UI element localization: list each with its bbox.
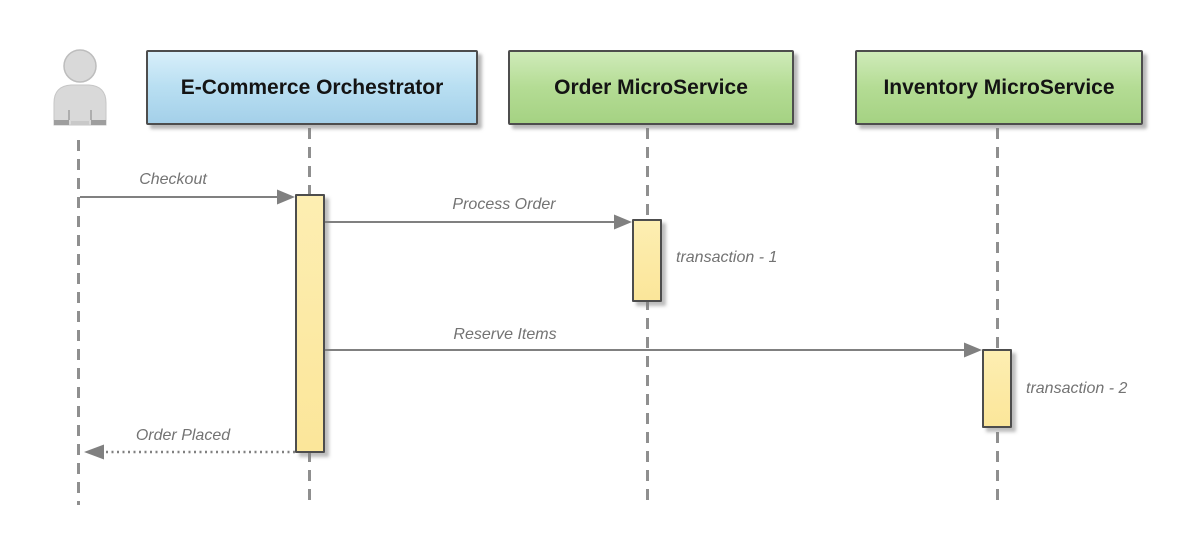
actor-body — [53, 84, 107, 126]
actor-head — [63, 49, 97, 83]
activation-order — [632, 219, 662, 302]
message-label-reserve-items: Reserve Items — [453, 326, 557, 343]
checkout-arrow — [80, 189, 295, 205]
reserve-items-arrow — [325, 342, 982, 358]
participant-label: Order MicroService — [554, 75, 748, 99]
message-label-order-placed: Order Placed — [135, 427, 231, 444]
activation-label-transaction-2: transaction - 2 — [1026, 380, 1128, 397]
actor-cuff — [91, 120, 106, 125]
lifeline-inventory — [996, 128, 999, 505]
participant-order-microservice: Order MicroService — [508, 50, 794, 125]
participant-label: Inventory MicroService — [883, 75, 1115, 99]
actor-person-icon — [53, 49, 107, 126]
message-label-process-order: Process Order — [452, 196, 556, 213]
order-placed-return-arrow — [84, 444, 295, 460]
participant-inventory-microservice: Inventory MicroService — [855, 50, 1143, 125]
actor-cuff — [54, 120, 69, 125]
lifeline-order — [646, 128, 649, 505]
activation-orchestrator — [295, 194, 325, 453]
activation-label-transaction-1: transaction - 1 — [676, 249, 778, 266]
message-label-checkout: Checkout — [139, 171, 207, 188]
process-order-arrow — [325, 214, 632, 230]
activation-inventory — [982, 349, 1012, 428]
participant-label: E-Commerce Orchestrator — [180, 75, 444, 99]
participant-ecommerce-orchestrator: E-Commerce Orchestrator — [146, 50, 478, 125]
actor-waist — [71, 121, 89, 125]
lifeline-actor — [77, 140, 80, 505]
